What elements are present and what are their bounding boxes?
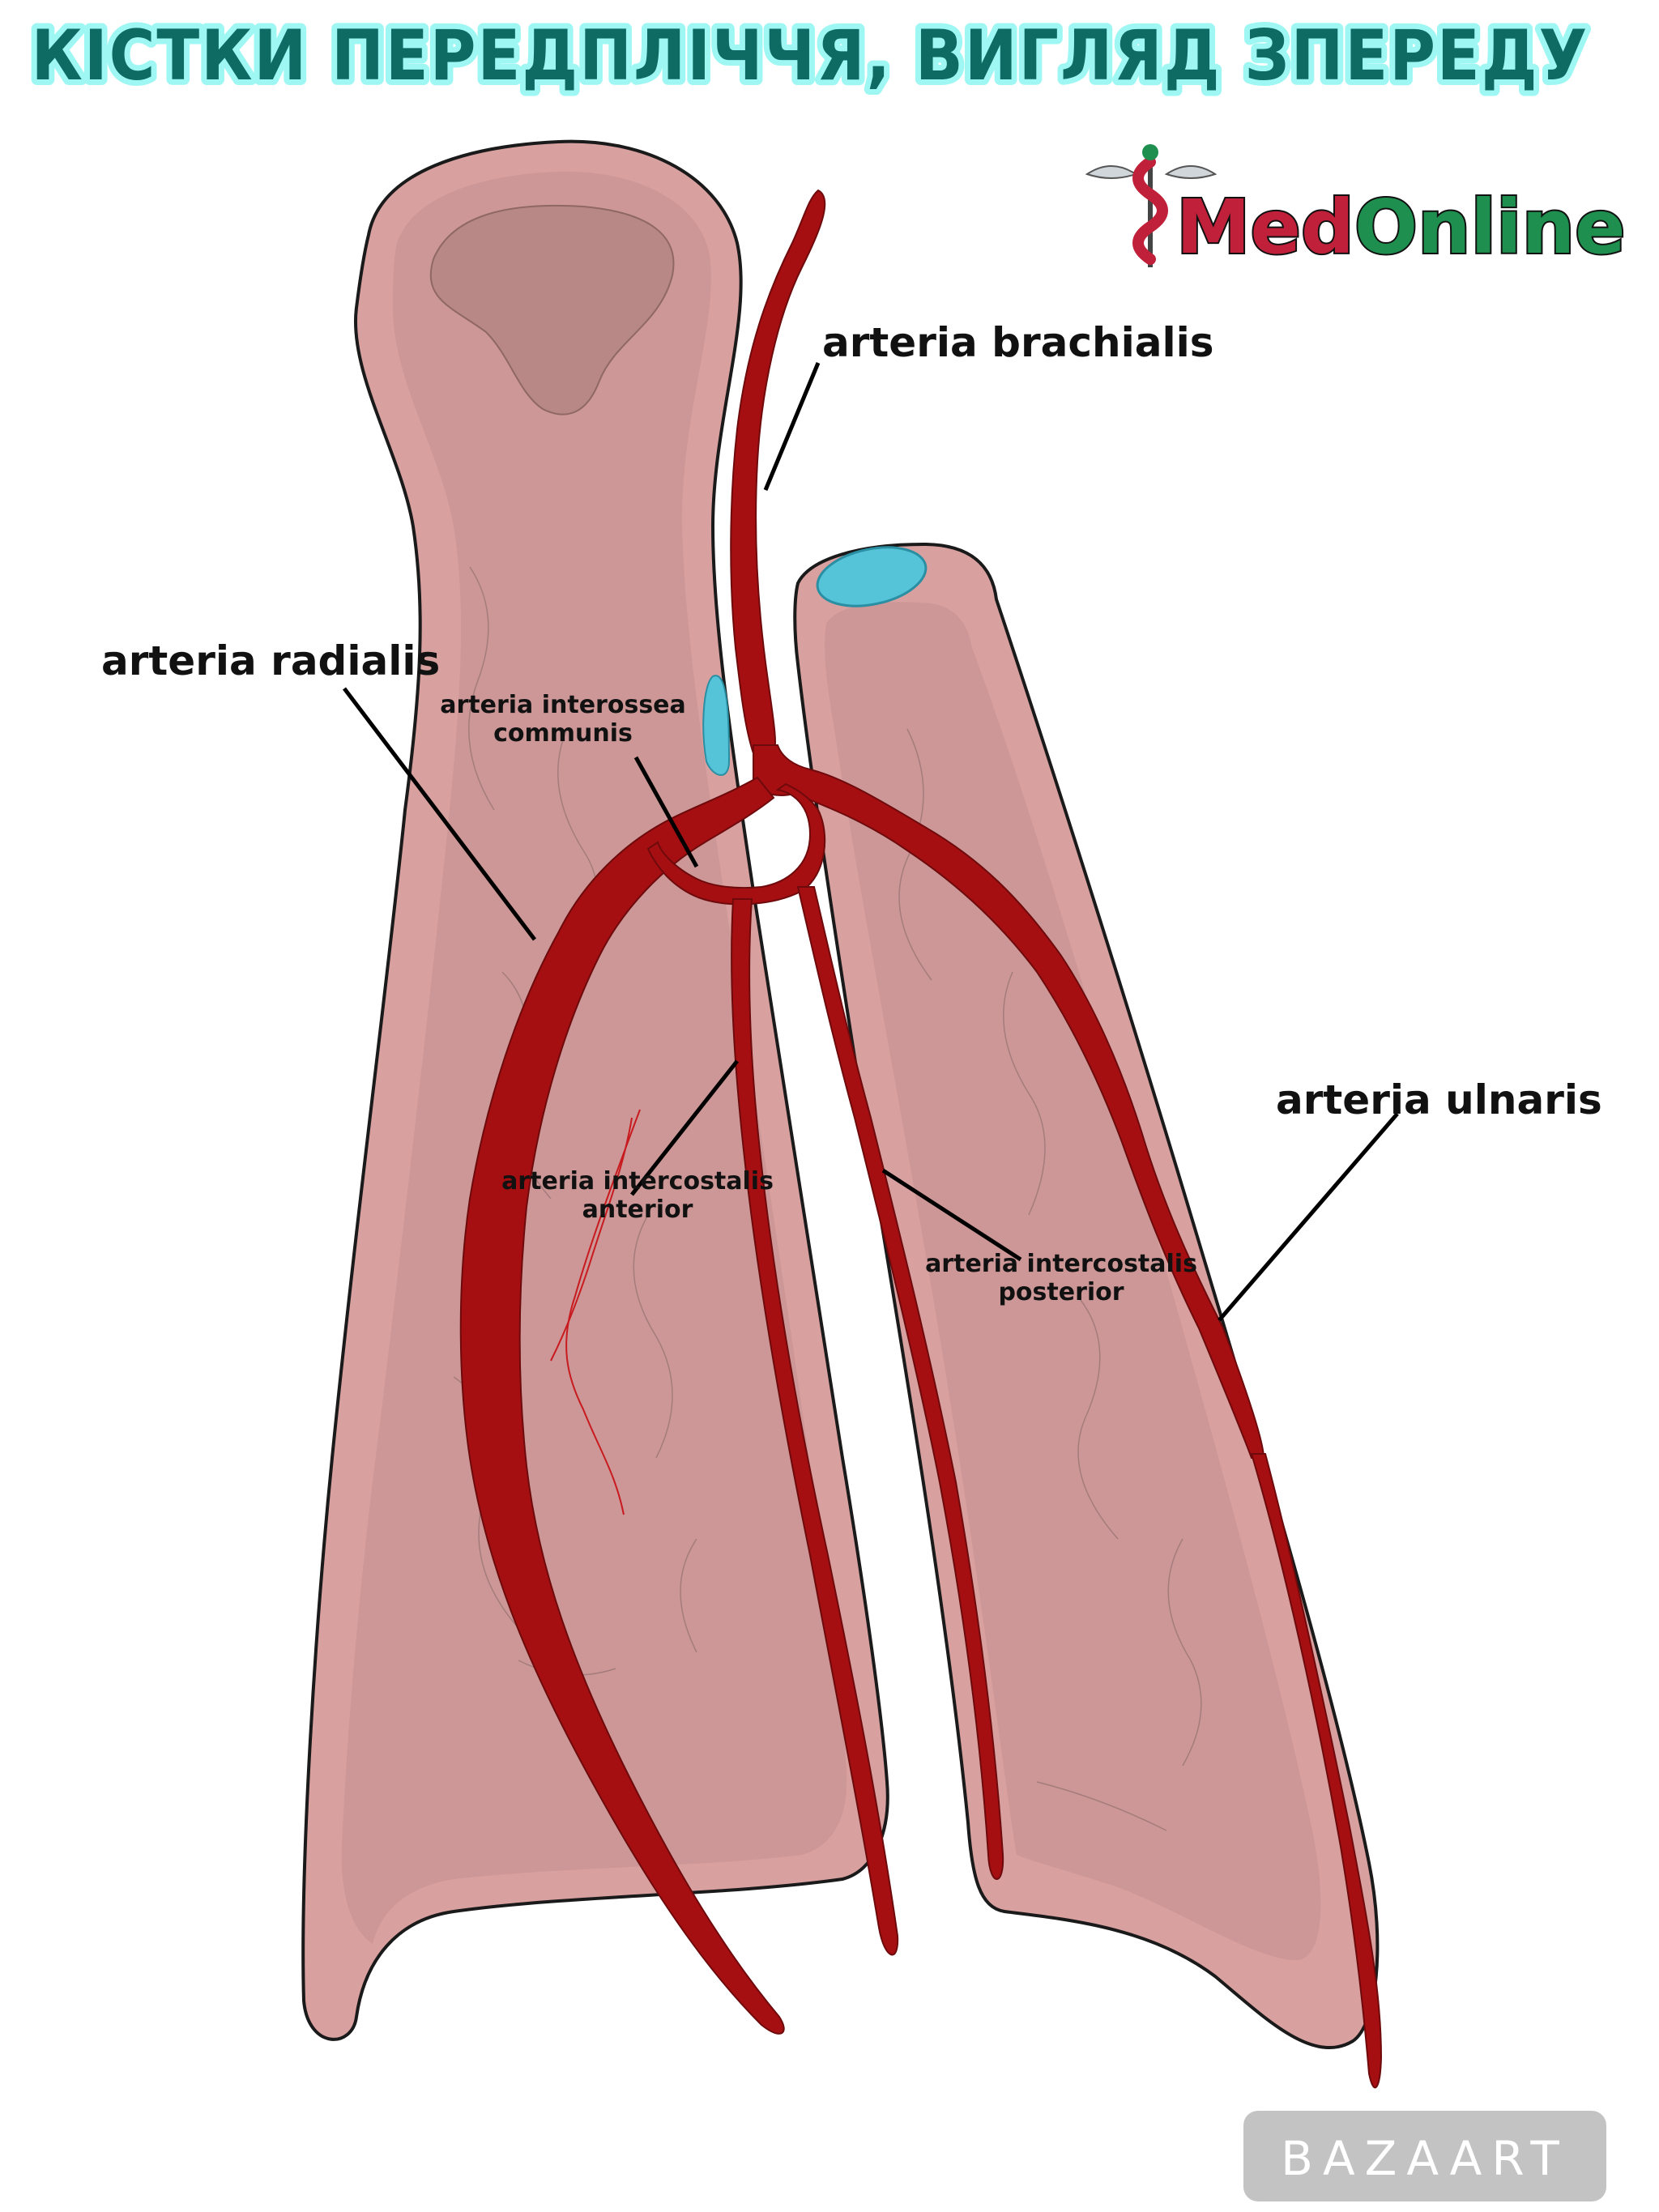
radial-head xyxy=(429,204,675,416)
label-interossea-line1: arteria interossea xyxy=(440,691,686,719)
leader-ulnaris xyxy=(1218,1112,1399,1322)
caduceus-icon xyxy=(1085,144,1218,267)
label-intercostalis-posterior-line1: arteria intercostalis xyxy=(925,1250,1197,1278)
leader-intercostalis-posterior xyxy=(881,1168,1022,1262)
title: КІСТКИ ПЕРЕДПЛІЧЧЯ, ВИГЛЯД ЗПЕРЕДУ КІСТК… xyxy=(26,10,1593,102)
leader-radialis xyxy=(343,687,536,941)
label-intercostalis-posterior-line2: posterior xyxy=(998,1278,1124,1306)
logo-part-online: Online xyxy=(1354,184,1626,271)
medonline-logo: MedOnline xyxy=(1085,144,1627,272)
leader-lines xyxy=(343,362,1399,1322)
label-interossea-line2: communis xyxy=(493,719,633,748)
radius-cartilage xyxy=(702,675,731,776)
fine-vessels xyxy=(550,1109,641,1515)
arteria-ulnaris-lower xyxy=(1250,1453,1383,2089)
label-arteria-ulnaris: arteria ulnaris xyxy=(1276,1076,1602,1123)
label-intercostalis-anterior-line2: anterior xyxy=(582,1196,693,1224)
logo-part-med: Med xyxy=(1176,184,1354,271)
label-arteria-radialis: arteria radialis xyxy=(101,637,440,684)
bazaart-watermark: BAZAART xyxy=(1243,2111,1606,2201)
label-intercostalis-anterior-line1: arteria intercostalis xyxy=(501,1167,774,1196)
arteria-radialis xyxy=(459,776,785,2035)
arteria-interossea-communis xyxy=(646,782,826,906)
page-title: КІСТКИ ПЕРЕДПЛІЧЧЯ, ВИГЛЯД ЗПЕРЕДУ xyxy=(32,15,1589,96)
leader-interossea xyxy=(633,756,699,868)
leader-intercostalis-anterior xyxy=(630,1059,739,1196)
ulna-inner xyxy=(825,602,1321,1961)
arteria-intercostalis-anterior xyxy=(731,898,899,1956)
radius-bone xyxy=(301,139,889,2041)
title-glow: КІСТКИ ПЕРЕДПЛІЧЧЯ, ВИГЛЯД ЗПЕРЕДУ xyxy=(32,15,1589,96)
arteries xyxy=(459,189,1383,2089)
ulna-cartilage xyxy=(816,546,928,607)
watermark-text: BAZAART xyxy=(1281,2131,1569,2186)
logo-text: MedOnline xyxy=(1176,184,1625,271)
leader-brachialis xyxy=(763,362,821,491)
arteria-intercostalis-posterior xyxy=(796,886,1004,1880)
label-arteria-brachialis: arteria brachialis xyxy=(822,319,1214,366)
radius-inner xyxy=(341,171,847,1945)
